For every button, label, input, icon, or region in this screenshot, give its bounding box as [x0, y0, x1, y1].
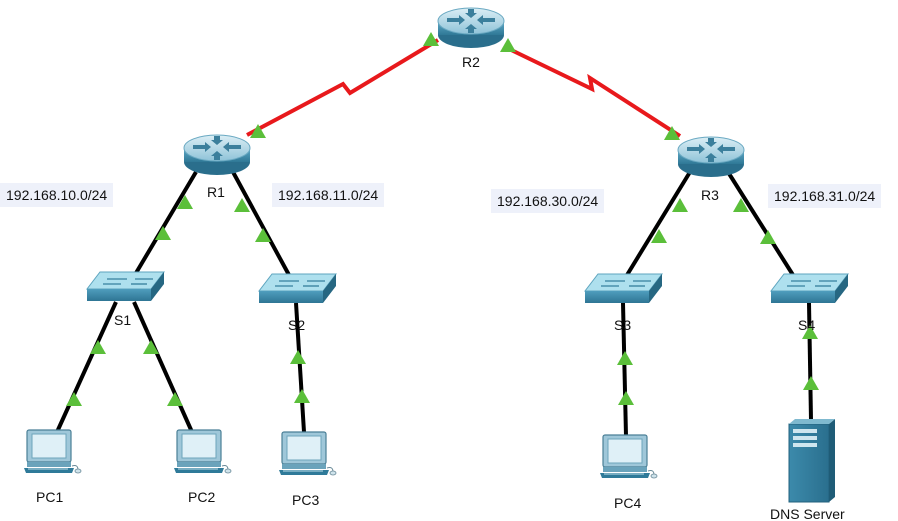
router-r1-icon[interactable]	[183, 134, 251, 176]
link-up-indicator	[250, 124, 266, 138]
dns-server-icon[interactable]	[788, 418, 836, 503]
serial-link-r2-r3	[504, 45, 682, 138]
link-up-indicator	[733, 198, 749, 212]
pc1-label: PC1	[36, 489, 64, 505]
router-r2-label: R2	[462, 54, 480, 70]
link-up-indicator	[664, 126, 680, 140]
link-up-indicator	[802, 325, 818, 339]
network-label-192-168-10: 192.168.10.0/24	[0, 183, 114, 207]
link-up-indicator	[177, 195, 193, 209]
network-label-192-168-31: 192.168.31.0/24	[768, 184, 882, 208]
serial-link-r1-r2	[246, 38, 440, 137]
switch-s4-label: S4	[798, 317, 816, 333]
switch-s1-label: S1	[114, 312, 132, 328]
pc3-icon[interactable]	[278, 431, 337, 476]
link-up-indicator	[618, 391, 634, 405]
router-r1-label: R1	[207, 184, 225, 200]
link-r3-s4	[726, 170, 795, 277]
switch-s4-icon[interactable]	[770, 273, 849, 304]
pc2-label: PC2	[188, 489, 216, 505]
switch-s2-icon[interactable]	[258, 273, 337, 304]
link-up-indicator	[500, 38, 516, 52]
link-up-indicator	[290, 350, 306, 364]
router-r3-label: R3	[701, 187, 719, 203]
link-up-indicator	[617, 351, 633, 365]
link-r1-s1	[134, 170, 198, 275]
link-up-indicator	[167, 392, 183, 406]
pc1-icon[interactable]	[23, 429, 82, 474]
link-r3-s3	[625, 170, 692, 277]
network-label-192-168-11: 192.168.11.0/24	[272, 183, 385, 207]
pc4-label: PC4	[614, 495, 642, 511]
pc2-icon[interactable]	[173, 429, 232, 474]
switch-s1-icon[interactable]	[86, 271, 165, 302]
link-up-indicator	[155, 226, 171, 240]
link-s3-pc4	[621, 302, 628, 437]
link-up-indicator	[803, 376, 819, 390]
switch-s2-label: S2	[288, 317, 306, 333]
pc3-label: PC3	[292, 492, 320, 508]
link-up-indicator	[760, 230, 776, 244]
link-up-indicator	[234, 198, 250, 212]
link-up-indicator	[651, 229, 667, 243]
switch-s3-label: S3	[614, 317, 632, 333]
link-s2-pc3	[294, 302, 306, 433]
link-up-indicator	[90, 340, 106, 354]
router-r3-icon[interactable]	[677, 136, 745, 178]
link-up-indicator	[672, 198, 688, 212]
switch-s3-icon[interactable]	[584, 273, 663, 304]
link-up-indicator	[66, 392, 82, 406]
link-up-indicator	[423, 32, 439, 46]
link-up-indicator	[255, 228, 271, 242]
link-s1-pc1	[55, 301, 118, 433]
router-r2-icon[interactable]	[437, 7, 505, 49]
pc4-icon[interactable]	[599, 434, 658, 479]
link-r1-s2	[231, 171, 291, 276]
link-up-indicator	[143, 340, 159, 354]
link-up-indicator	[294, 389, 310, 403]
dns-server-label: DNS Server	[770, 506, 845, 521]
link-s4-dns	[807, 302, 813, 421]
network-label-192-168-30: 192.168.30.0/24	[491, 189, 605, 213]
link-s1-pc2	[132, 301, 194, 433]
